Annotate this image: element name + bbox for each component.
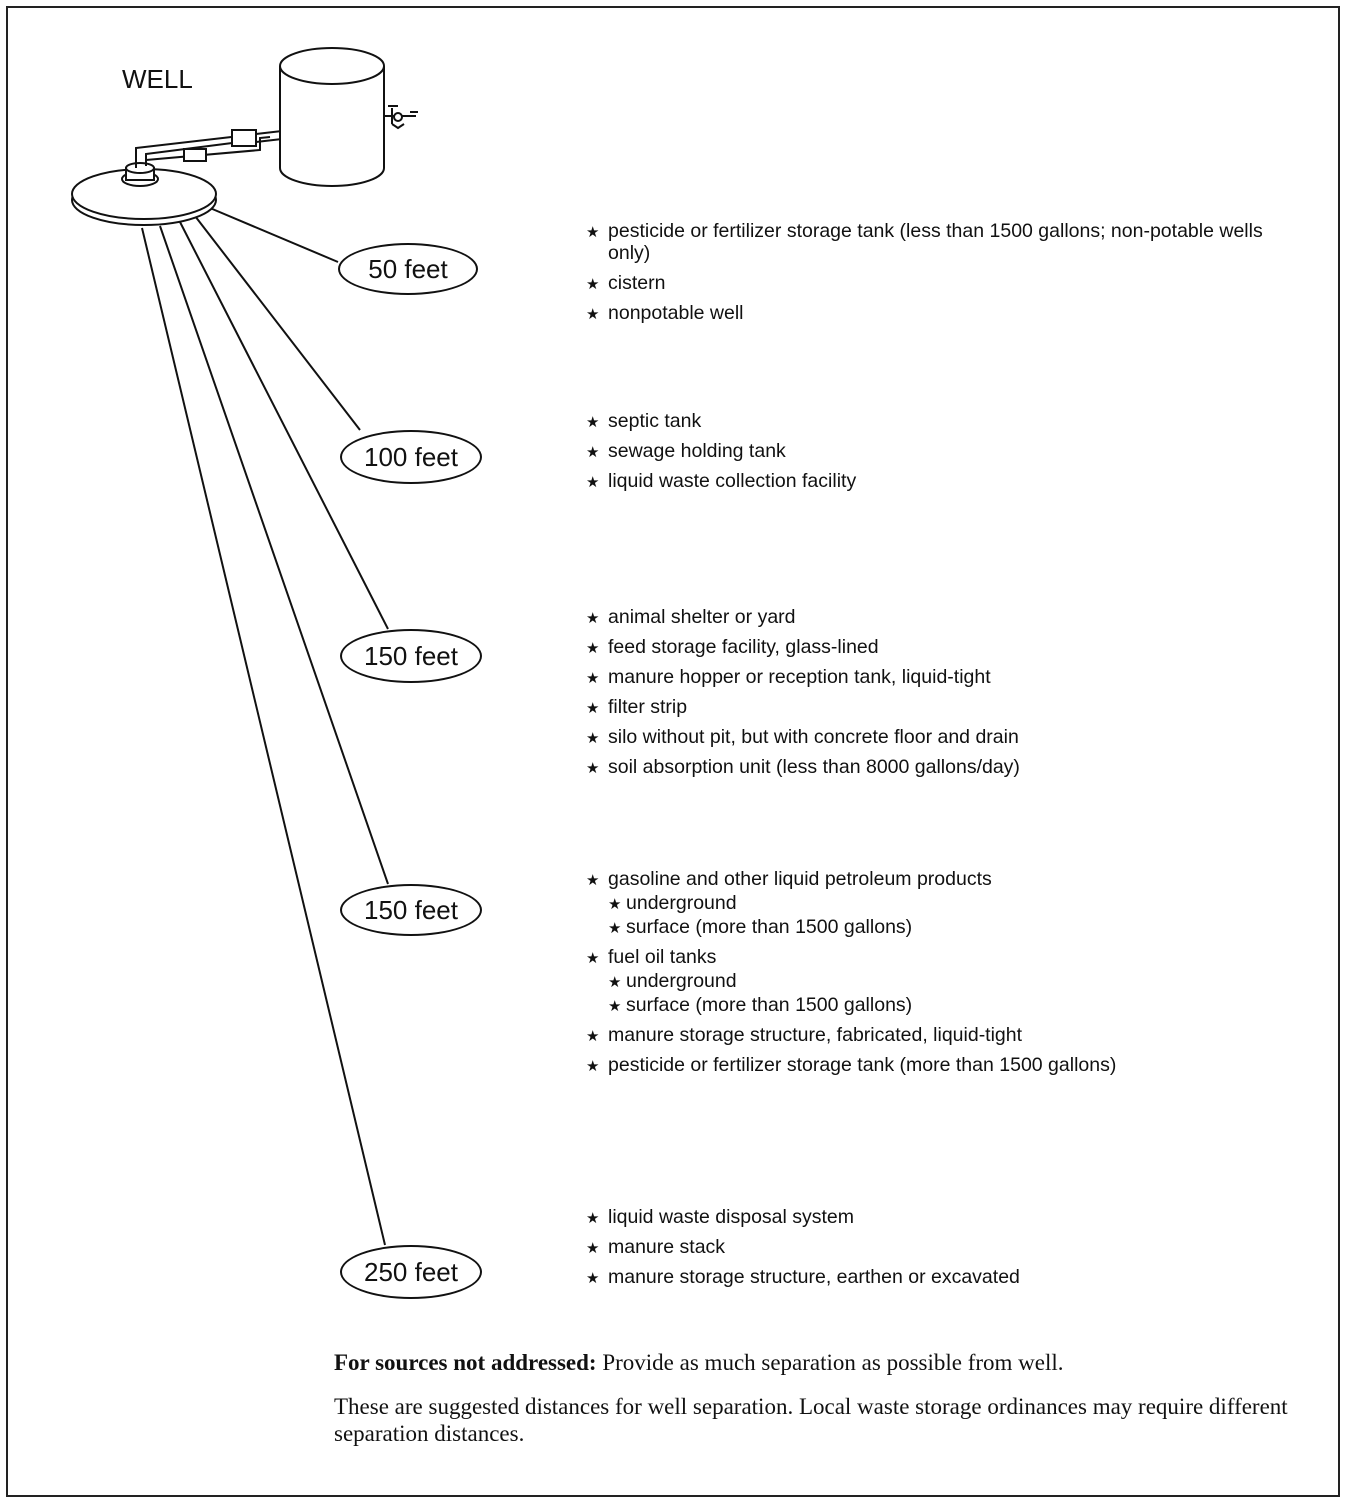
list-item-text: cistern (608, 272, 666, 294)
zone-list-250: liquid waste disposal system manure stac… (586, 1206, 1308, 1296)
distance-label-150-second: 150 feet (340, 884, 482, 936)
well-label: WELL (122, 64, 193, 94)
zone-list-50: pesticide or fertilizer storage tank (le… (586, 220, 1308, 332)
zone-list-150-second: gasoline and other liquid petroleum prod… (586, 868, 1308, 1084)
list-item: manure stack (586, 1236, 1308, 1259)
distance-label-150-first: 150 feet (340, 629, 482, 683)
list-item-text: manure storage structure, earthen or exc… (608, 1266, 1020, 1288)
zone-list-100: septic tank sewage holding tank liquid w… (586, 410, 1308, 500)
storage-tank-icon (279, 47, 418, 187)
list-item-text: pesticide or fertilizer storage tank (mo… (608, 1054, 1117, 1076)
list-item: feed storage facility, glass-lined (586, 636, 1308, 659)
distance-label-50: 50 feet (338, 243, 478, 295)
separation-line-150b (159, 225, 389, 885)
sub-list-item-text: underground (626, 970, 737, 992)
list-item: manure storage structure, earthen or exc… (586, 1266, 1308, 1289)
list-item: silo without pit, but with concrete floo… (586, 726, 1308, 749)
list-item-text: septic tank (608, 410, 702, 432)
list-item: septic tank (586, 410, 1308, 433)
list-item: soil absorption unit (less than 8000 gal… (586, 756, 1308, 779)
list-item-text: manure stack (608, 1236, 726, 1258)
list-item: liquid waste collection facility (586, 470, 1308, 493)
sub-list-item-text: surface (more than 1500 gallons) (626, 916, 913, 938)
list-item-text: nonpotable well (608, 302, 744, 324)
list-item-text: manure storage structure, fabricated, li… (608, 1024, 1023, 1046)
sub-list-item: underground (608, 892, 1308, 915)
sub-list-item-text: surface (more than 1500 gallons) (626, 994, 913, 1016)
sub-list-item: underground (608, 970, 1308, 993)
list-item: gasoline and other liquid petroleum prod… (586, 868, 1308, 939)
separation-line-250 (141, 227, 386, 1246)
list-item-text: pesticide or fertilizer storage tank (le… (608, 220, 1263, 264)
distance-label-250: 250 feet (340, 1245, 482, 1299)
note-sources-not-addressed: For sources not addressed: Provide as mu… (334, 1349, 1326, 1376)
list-item: pesticide or fertilizer storage tank (le… (586, 220, 1308, 264)
list-item: animal shelter or yard (586, 606, 1308, 629)
sub-list-item: surface (more than 1500 gallons) (608, 916, 1308, 939)
sub-list: underground surface (more than 1500 gall… (608, 892, 1308, 939)
list-item: manure hopper or reception tank, liquid-… (586, 666, 1308, 689)
sub-list-item: surface (more than 1500 gallons) (608, 994, 1308, 1017)
list-item-text: liquid waste disposal system (608, 1206, 855, 1228)
separation-line-150a (179, 221, 389, 630)
list-item: nonpotable well (586, 302, 1308, 325)
list-item-text: manure hopper or reception tank, liquid-… (608, 666, 991, 688)
well-base-icon (71, 168, 217, 226)
list-item: sewage holding tank (586, 440, 1308, 463)
separation-line-50 (209, 207, 339, 263)
list-item: liquid waste disposal system (586, 1206, 1308, 1229)
list-item-text: sewage holding tank (608, 440, 786, 462)
list-item: manure storage structure, fabricated, li… (586, 1024, 1308, 1047)
list-item-text: soil absorption unit (less than 8000 gal… (608, 756, 1020, 778)
zone-list-150-first: animal shelter or yard feed storage faci… (586, 606, 1308, 786)
sub-list: underground surface (more than 1500 gall… (608, 970, 1308, 1017)
list-item-text: fuel oil tanks (608, 946, 717, 968)
list-item-text: animal shelter or yard (608, 606, 796, 628)
diagram-frame (6, 6, 1340, 1497)
note-suggested-distances: These are suggested distances for well s… (334, 1394, 1288, 1446)
list-item-text: liquid waste collection facility (608, 470, 857, 492)
list-item-text: feed storage facility, glass-lined (608, 636, 879, 658)
sub-list-item-text: underground (626, 892, 737, 914)
list-item: pesticide or fertilizer storage tank (mo… (586, 1054, 1308, 1077)
list-item: filter strip (586, 696, 1308, 719)
note-bold-lead: For sources not addressed: (334, 1350, 597, 1375)
list-item-text: gasoline and other liquid petroleum prod… (608, 868, 992, 890)
distance-label-100: 100 feet (340, 430, 482, 484)
separation-line-100 (194, 215, 361, 431)
list-item-text: silo without pit, but with concrete floo… (608, 726, 1019, 748)
note-body: Provide as much separation as possible f… (596, 1350, 1064, 1375)
list-item: fuel oil tanks underground surface (more… (586, 946, 1308, 1017)
list-item: cistern (586, 272, 1308, 295)
well-pump-icon (121, 127, 291, 187)
list-item-text: filter strip (608, 696, 688, 718)
